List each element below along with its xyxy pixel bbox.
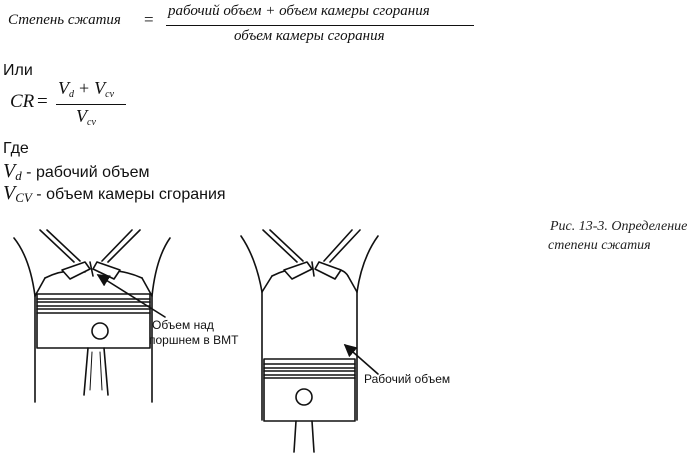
den-vcv-subscript: cv (87, 117, 96, 128)
intake-valve-head (61, 261, 91, 280)
left-piston-pin (91, 322, 109, 340)
formula-fraction-bar (166, 25, 474, 27)
exhaust-valve-stem (101, 229, 141, 263)
exhaust-valve-head (92, 261, 121, 280)
num-vcv-subscript: cv (105, 89, 115, 100)
right-piston-pin (295, 388, 313, 406)
working-volume-label: Рабочий объем (364, 372, 451, 386)
formula-numerator: рабочий объем + объем камеры сгорания (168, 3, 430, 19)
head-right-curve (151, 237, 171, 297)
num-plus-sign: + (79, 78, 90, 98)
figure-caption-line1: Рис. 13-3. Определение (550, 219, 688, 234)
definition-combustion-chamber: VCV - объем камеры сгорания (3, 182, 226, 206)
formula-equals-sign: = (144, 10, 154, 29)
figure-caption-line2: степени сжатия (548, 238, 651, 253)
definition-symbol: V (3, 182, 16, 204)
definition-subscript: CV (15, 190, 32, 205)
num-vd-subscript: d (69, 89, 74, 100)
left-piston (36, 293, 151, 349)
symbol-formula-lhs: CR (10, 91, 35, 112)
tdc-volume-label-line1: Объем над (152, 318, 214, 332)
working-volume-leader-line (343, 343, 379, 375)
definition-subscript: d (15, 168, 22, 183)
definition-symbol: V (3, 160, 16, 182)
den-vcv-symbol: V (76, 106, 87, 126)
intake-valve-stem (39, 229, 81, 263)
head-left-curve (13, 237, 36, 297)
tdc-leader-line (96, 274, 166, 318)
definition-working-volume: Vd - рабочий объем (3, 160, 150, 184)
symbol-formula-equals: = (37, 91, 48, 112)
definition-text: - объем камеры сгорания (31, 186, 226, 203)
formula-lhs-text: Степень сжатия (8, 12, 121, 28)
symbol-fraction-bar (56, 104, 126, 106)
num-vcv-symbol: V (94, 78, 106, 98)
num-vd-symbol: V (58, 78, 69, 98)
left-connecting-rod (83, 347, 109, 396)
right-engine-bdc (240, 229, 379, 453)
formula-denominator: объем камеры сгорания (234, 28, 385, 44)
or-label: Или (3, 62, 33, 79)
right-connecting-rod (293, 420, 315, 453)
symbol-formula-numerator: Vd+Vcv (58, 78, 114, 100)
left-engine-tdc (13, 229, 171, 403)
tdc-volume-label-line2: поршнем в ВМТ (149, 333, 239, 347)
where-label: Где (3, 140, 29, 157)
right-piston (263, 358, 356, 422)
symbol-formula-denominator: Vcv (76, 106, 96, 128)
definition-text: - рабочий объем (21, 164, 150, 181)
